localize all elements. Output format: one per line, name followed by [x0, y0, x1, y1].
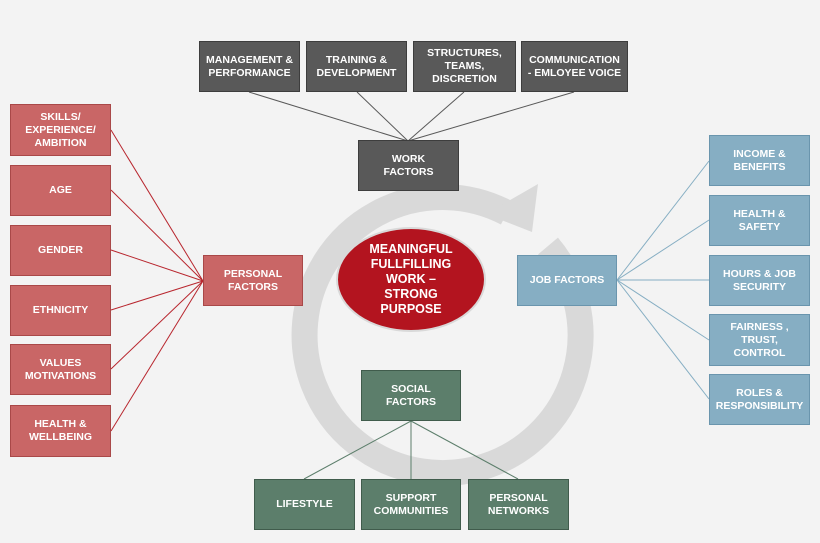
connector-personal-2 — [110, 189, 204, 282]
connector-personal-6 — [110, 280, 204, 432]
job-item-health-safety: HEALTH & SAFETY — [709, 195, 810, 246]
connector-work-3 — [407, 91, 465, 142]
social-item-lifestyle: LIFESTYLE — [254, 479, 355, 530]
center-meaningful-work: MEANINGFUL FULLFILLING WORK – STRONG PUR… — [336, 227, 486, 332]
personal-item-health-wellbeing: HEALTH & WELLBEING — [10, 405, 111, 457]
personal-item-values-motivations: VALUES MOTIVATIONS — [10, 344, 111, 395]
cycle-arrow-ring — [291, 184, 594, 486]
social-item-support-communities: SUPPORT COMMUNITIES — [361, 479, 461, 530]
personal-item-ethnicity: ETHNICITY — [10, 285, 111, 336]
work-item-management-performance: MANAGEMENT & PERFORMANCE — [199, 41, 300, 92]
connector-job-1 — [616, 160, 710, 281]
connector-personal-4 — [110, 280, 204, 311]
social-item-personal-networks: PERSONAL NETWORKS — [468, 479, 569, 530]
connector-personal-1 — [110, 129, 204, 282]
job-item-roles-responsibility: ROLES & RESPONSIBILITY — [709, 374, 810, 425]
job-factors-box: JOB FACTORS — [517, 255, 617, 306]
work-item-training-development: TRAINING & DEVELOPMENT — [306, 41, 407, 92]
personal-item-gender: GENDER — [10, 225, 111, 276]
personal-item-skills: SKILLS/ EXPERIENCE/ AMBITION — [10, 104, 111, 156]
cycle-arrow-head — [486, 184, 538, 232]
connector-job-2 — [616, 219, 710, 281]
social-factors-box: SOCIAL FACTORS — [361, 370, 461, 421]
job-item-income-benefits: INCOME & BENEFITS — [709, 135, 810, 186]
work-item-communication: COMMUNICATION - EMLOYEE VOICE — [521, 41, 628, 92]
connector-job-4 — [616, 279, 710, 341]
work-factors-box: WORK FACTORS — [358, 140, 459, 191]
personal-factors-box: PERSONAL FACTORS — [203, 255, 303, 306]
job-item-fairness-trust: FAIRNESS , TRUST, CONTROL — [709, 314, 810, 366]
connector-work-1 — [248, 91, 409, 142]
connector-work-4 — [407, 91, 575, 142]
connector-job-5 — [616, 279, 710, 400]
connector-social-1 — [303, 420, 412, 480]
personal-item-age: AGE — [10, 165, 111, 216]
connector-personal-5 — [110, 280, 204, 370]
connector-social-3 — [410, 420, 519, 480]
work-item-structures-teams: STRUCTURES, TEAMS, DISCRETION — [413, 41, 516, 92]
connector-work-2 — [356, 91, 409, 142]
connector-personal-3 — [110, 249, 204, 282]
job-item-hours-security: HOURS & JOB SECURITY — [709, 255, 810, 306]
